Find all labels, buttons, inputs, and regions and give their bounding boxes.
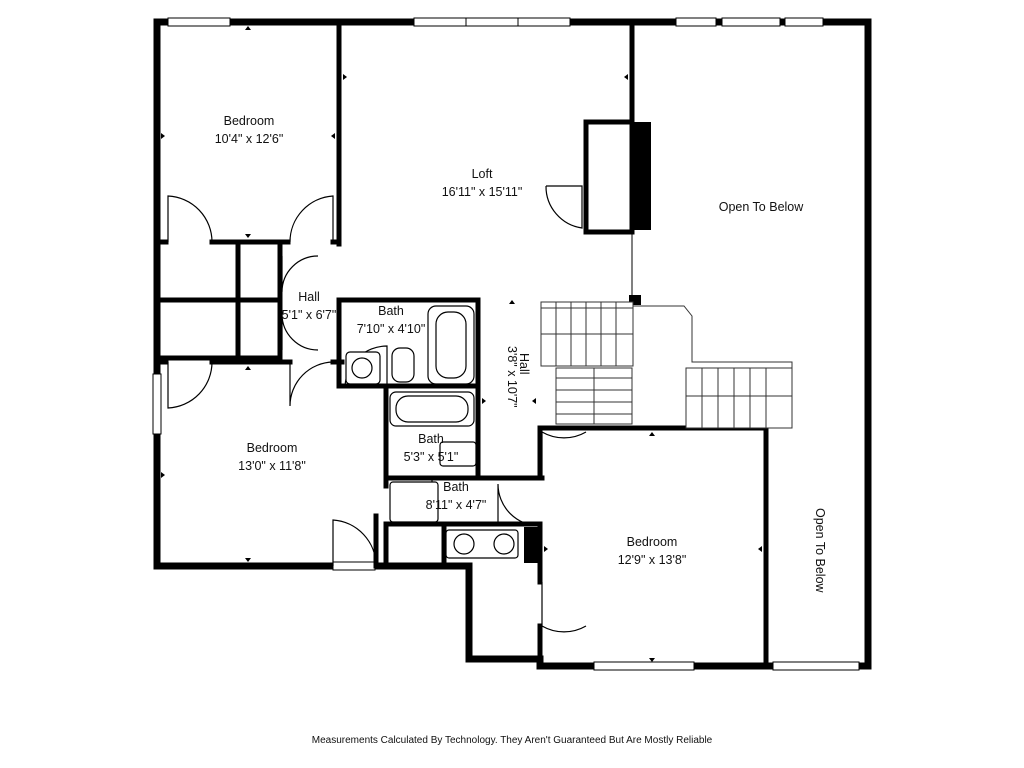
doors	[167, 185, 587, 633]
interior-walls	[156, 21, 769, 669]
room-dims: 3'8" x 10'7"	[505, 346, 519, 408]
staircase	[540, 301, 793, 429]
hall-left-label: Hall 5'1" x 6'7"	[282, 288, 337, 324]
room-name: Bedroom	[223, 114, 275, 128]
room-dims: 5'3" x 5'1"	[403, 450, 459, 464]
room-dims: 12'9" x 13'8"	[617, 553, 687, 567]
room-dims: 10'4" x 12'6"	[214, 132, 284, 146]
footer-disclaimer: Measurements Calculated By Technology. T…	[311, 735, 713, 746]
room-name: Bath	[443, 480, 469, 494]
hall-center-label: Hall	[517, 353, 531, 375]
room-name: Open To Below	[813, 508, 827, 593]
hall-center-dims: 3'8" x 10'7"	[505, 346, 519, 408]
bedroom-bottom-right-label: Bedroom 12'9" x 13'8"	[618, 533, 687, 569]
bath-3-label: Bath 8'11" x 4'7"	[426, 478, 487, 514]
room-name: Bedroom	[626, 535, 678, 549]
loft-label: Loft 16'11" x 15'11"	[442, 165, 523, 201]
room-dims: 5'1" x 6'7"	[281, 308, 337, 322]
dimension-ticks	[161, 26, 762, 662]
room-dims: 8'11" x 4'7"	[425, 498, 487, 512]
room-name: Loft	[471, 167, 493, 181]
windows	[152, 17, 860, 671]
bedroom-mid-left-label: Bedroom 13'0" x 11'8"	[238, 439, 306, 475]
bedroom-top-left-label: Bedroom 10'4" x 12'6"	[215, 112, 284, 148]
room-dims: 13'0" x 11'8"	[238, 459, 306, 473]
bath-2-label: Bath 5'3" x 5'1"	[404, 430, 459, 466]
open-to-below-right-label: Open To Below	[813, 508, 827, 593]
open-to-below-top-label: Open To Below	[719, 198, 804, 216]
bath-1-label: Bath 7'10" x 4'10"	[357, 302, 426, 338]
room-name: Bedroom	[246, 441, 298, 455]
room-name: Hall	[298, 290, 320, 304]
room-name: Open To Below	[718, 200, 804, 214]
bath-fixtures	[345, 305, 519, 559]
fireplace-block	[524, 119, 651, 563]
room-dims: 16'11" x 15'11"	[441, 185, 523, 199]
room-name: Hall	[517, 353, 531, 375]
room-name: Bath	[378, 304, 404, 318]
room-name: Bath	[418, 432, 444, 446]
room-dims: 7'10" x 4'10"	[356, 322, 426, 336]
